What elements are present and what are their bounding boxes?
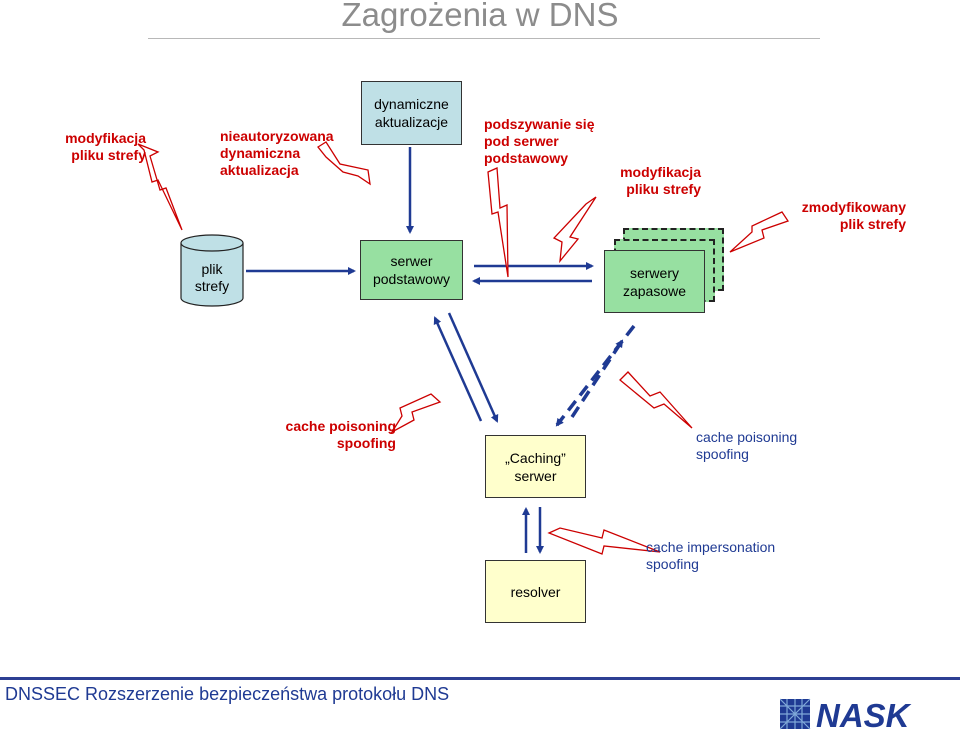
- zone-file-cylinder: [180, 234, 244, 307]
- lightning-cache-left-icon: [390, 393, 442, 434]
- threat-cache-impersonation: cache impersonation spoofing: [646, 539, 776, 572]
- nask-logo-text: NASK: [816, 697, 912, 731]
- nask-logo-icon: NASK: [780, 697, 912, 731]
- threat-zone-file-modification: modyfikacja pliku strefy: [65, 130, 146, 163]
- caching-server-label: „Caching” serwer: [505, 449, 566, 484]
- zone-file-label: plik strefy: [194, 261, 230, 294]
- secondary-servers-box: serwery zapasowe: [604, 250, 705, 313]
- resolver-box: resolver: [485, 560, 586, 623]
- primary-server-box: serwer podstawowy: [360, 240, 463, 300]
- caching-server-box: „Caching” serwer: [485, 435, 586, 498]
- lightning-zone-file-icon: [137, 143, 183, 231]
- primary-server-label: serwer podstawowy: [372, 253, 451, 287]
- secondary-servers-label: serwery zapasowe: [622, 264, 687, 299]
- slide-title: Zagrożenia w DNS: [341, 0, 619, 33]
- arrow-secondary-to-caching-dashed: [555, 324, 636, 427]
- threat-modified-zone-file: zmodyfikowany plik strefy: [801, 199, 906, 232]
- arrow-primary-to-caching: [447, 312, 499, 423]
- dynamic-updates-box: dynamiczne aktualizacje: [361, 81, 462, 145]
- threat-primary-impersonation: podszywanie się pod serwer podstawowy: [484, 116, 595, 166]
- dynamic-updates-label: dynamiczne aktualizacje: [374, 96, 449, 130]
- lightning-modified-zone-icon: [729, 211, 790, 253]
- lightning-cache-right-icon: [619, 371, 693, 429]
- lightning-cache-impersonation-icon: [547, 527, 661, 555]
- threat-cache-poisoning-left: cache poisoning spoofing: [285, 418, 396, 451]
- resolver-label: resolver: [510, 583, 561, 600]
- lightning-unauth-update-icon: [317, 141, 371, 186]
- footer-divider: [0, 677, 960, 680]
- threat-cache-poisoning-right: cache poisoning spoofing: [696, 429, 798, 462]
- title-divider: [148, 38, 820, 39]
- lightning-impersonation-icon: [487, 167, 509, 278]
- arrow-caching-to-secondary-dashed: [570, 339, 624, 418]
- lightning-secondary-mod-icon: [552, 196, 597, 264]
- threat-unauthorized-dynamic-update: nieautoryzowana dynamiczna aktualizacja: [220, 128, 334, 178]
- threat-secondary-zone-modification: modyfikacja pliku strefy: [620, 164, 701, 197]
- arrow-caching-to-primary: [433, 316, 483, 422]
- footer-title: DNSSEC Rozszerzenie bezpieczeństwa proto…: [5, 684, 450, 704]
